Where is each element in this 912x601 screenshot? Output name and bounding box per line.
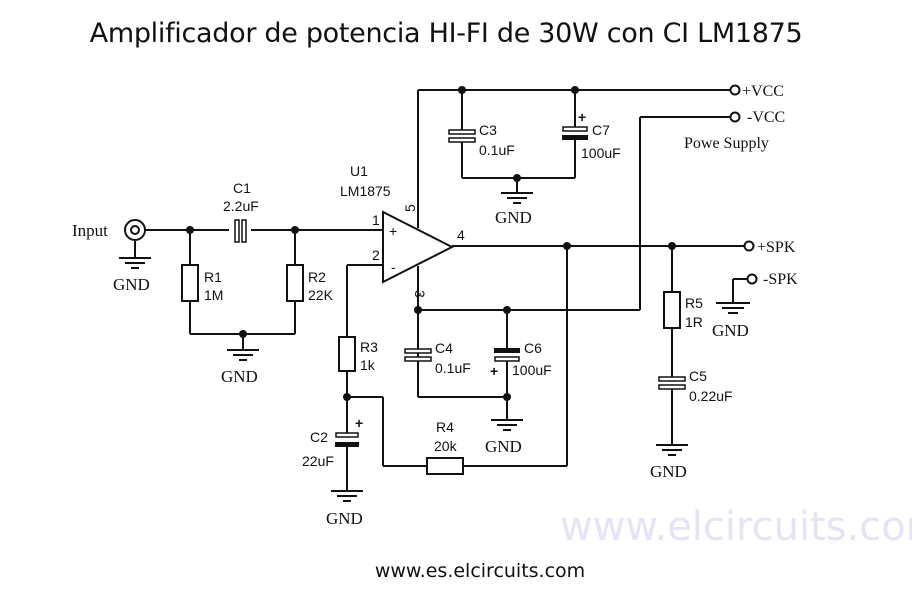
pin-1: 1 <box>372 212 380 228</box>
c6-ref: C6 <box>524 340 542 356</box>
ground-icon <box>227 349 259 361</box>
u1-part: LM1875 <box>340 183 391 199</box>
footer-url[interactable]: www.es.elcircuits.com <box>374 560 586 582</box>
spk-neg-label: -SPK <box>763 271 798 288</box>
spk-pos-terminal <box>743 240 755 252</box>
capacitor-c4 <box>404 348 432 362</box>
r5-value: 1R <box>685 314 703 330</box>
c1-value: 2.2uF <box>223 198 259 214</box>
ground-icon <box>331 490 363 502</box>
input-jack <box>124 219 146 241</box>
resistor-r3 <box>338 336 356 372</box>
capacitor-c6 <box>494 348 520 362</box>
capacitor-c5 <box>658 376 686 390</box>
spk-pos-label: +SPK <box>757 239 796 256</box>
resistor-r4 <box>426 457 464 475</box>
c7-ref: C7 <box>592 122 610 138</box>
c5-value: 0.22uF <box>689 388 733 404</box>
c2-value: 22uF <box>302 453 334 469</box>
resistor-r2 <box>286 264 304 302</box>
ground-icon <box>716 302 750 314</box>
resistor-r1 <box>181 264 199 302</box>
spk-neg-terminal <box>746 273 758 285</box>
ground-icon <box>501 192 533 204</box>
gnd-label-spk: GND <box>712 321 749 340</box>
c7-polarity: + <box>578 109 586 125</box>
opamp-minus: - <box>391 259 396 275</box>
vcc-pos-label: +VCC <box>742 83 784 100</box>
gnd-label-c3c7: GND <box>495 208 532 227</box>
c3-ref: C3 <box>479 122 497 138</box>
pin-4: 4 <box>457 227 465 243</box>
c6-value: 100uF <box>512 362 552 378</box>
capacitor-c7 <box>562 126 588 140</box>
opamp-u1 <box>382 210 455 284</box>
input-label: Input <box>72 221 108 240</box>
r5-ref: R5 <box>685 295 703 311</box>
gnd-label-r1r2: GND <box>221 367 258 386</box>
c5-ref: C5 <box>689 368 707 384</box>
r4-ref: R4 <box>436 419 454 435</box>
vcc-pos-terminal <box>729 84 741 96</box>
ground-icon <box>491 419 523 431</box>
r1-ref: R1 <box>204 269 222 285</box>
c6-polarity: + <box>490 363 498 379</box>
u1-ref: U1 <box>350 163 368 179</box>
r4-value: 20k <box>434 438 458 454</box>
vcc-neg-label: -VCC <box>747 109 785 126</box>
r2-value: 22K <box>308 287 334 303</box>
capacitor-c1 <box>234 219 247 243</box>
ground-icon <box>656 444 688 456</box>
c3-value: 0.1uF <box>479 142 515 158</box>
opamp-plus: + <box>389 223 397 239</box>
resistor-r5 <box>663 291 681 329</box>
c7-value: 100uF <box>581 145 621 161</box>
watermark: www.elcircuits.com <box>560 504 912 550</box>
r1-value: 1M <box>204 287 223 303</box>
capacitor-c3 <box>448 129 476 143</box>
power-supply-label: Powe Supply <box>684 135 769 152</box>
pin-5: 5 <box>402 204 418 212</box>
pin-3: 3 <box>412 290 428 298</box>
c4-ref: C4 <box>435 340 453 356</box>
gnd-label-c2: GND <box>326 509 363 528</box>
ground-icon <box>119 257 151 269</box>
r3-value: 1k <box>360 357 376 373</box>
gnd-label-c4c6: GND <box>485 437 522 456</box>
gnd-label-input: GND <box>113 275 150 294</box>
capacitor-c2 <box>335 432 359 447</box>
vcc-neg-terminal <box>729 111 741 123</box>
gnd-label-c5: GND <box>650 462 687 481</box>
r2-ref: R2 <box>308 269 326 285</box>
pin-2: 2 <box>372 247 380 263</box>
page-title: Amplificador de potencia HI-FI de 30W co… <box>89 18 803 49</box>
r3-ref: R3 <box>360 339 378 355</box>
c1-ref: C1 <box>233 180 251 196</box>
c4-value: 0.1uF <box>435 360 471 376</box>
c2-ref: C2 <box>310 429 328 445</box>
c2-polarity: + <box>355 415 363 431</box>
